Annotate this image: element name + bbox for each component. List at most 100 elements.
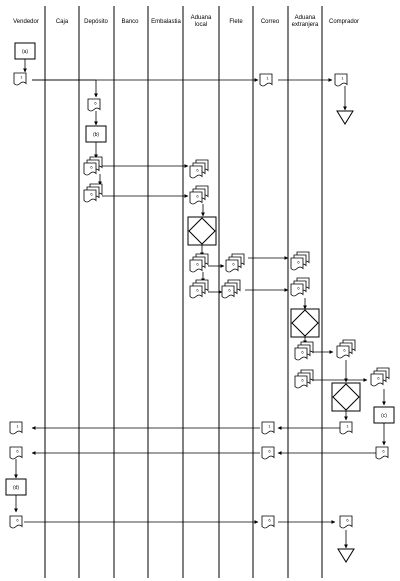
document-stack-icon: 666 xyxy=(189,253,209,273)
document-number: 6 xyxy=(301,350,304,355)
document-stack-icon: 666 xyxy=(221,279,241,299)
archive-triangle-file_top xyxy=(336,110,354,125)
document-shape xyxy=(9,515,23,529)
document-number: 6 xyxy=(196,262,199,267)
document-number: 6 xyxy=(343,348,346,353)
document-icon: 6 xyxy=(261,515,275,529)
lane-header-comprador: Comprador xyxy=(329,19,359,25)
document-number: 6 xyxy=(228,288,231,293)
document-shape xyxy=(189,259,203,273)
document-stack-icon: 666 xyxy=(189,185,209,205)
document-stack-icon: 666 xyxy=(290,277,310,297)
document-number: 6 xyxy=(196,288,199,293)
lane-header-flete: Flete xyxy=(229,19,243,25)
document-stack-icon: 666 xyxy=(83,156,103,176)
document-stack-icon: 666 xyxy=(294,341,314,361)
document-shape xyxy=(294,347,308,361)
decision-inspection_foreign_2 xyxy=(331,382,361,412)
process-label: (a) xyxy=(22,49,28,55)
document-icon: 1 xyxy=(261,421,275,435)
document-shape xyxy=(261,446,275,460)
document-shape xyxy=(370,373,384,387)
process-label: (b) xyxy=(93,132,99,138)
process-box-p_b: (b) xyxy=(85,125,107,143)
document-shape xyxy=(189,191,203,205)
decision-diamond-icon xyxy=(291,309,319,337)
document-shape xyxy=(13,72,27,86)
document-icon: 6 xyxy=(261,446,275,460)
document-icon: 1 xyxy=(259,73,273,87)
document-shape xyxy=(334,73,348,87)
decision-inspection_foreign_1 xyxy=(290,308,320,338)
document-number: 1 xyxy=(20,75,23,80)
document-number: 6 xyxy=(382,449,385,454)
document-number: 1 xyxy=(16,424,19,429)
document-number: 1 xyxy=(346,424,349,429)
document-number: 6 xyxy=(196,168,199,173)
document-number: 6 xyxy=(297,260,300,265)
document-icon: 6 xyxy=(339,515,353,529)
process-rectangle xyxy=(85,125,107,143)
document-stack-icon: 666 xyxy=(83,183,103,203)
document-shape xyxy=(259,73,273,87)
document-shape xyxy=(339,421,353,435)
process-rectangle xyxy=(5,478,27,496)
document-shape xyxy=(87,98,101,112)
document-icon: 1 xyxy=(334,73,348,87)
archive-triangle-file_bottom xyxy=(337,548,355,563)
process-label: (d) xyxy=(13,485,19,491)
document-number: 6 xyxy=(16,518,19,523)
document-number: 1 xyxy=(268,424,271,429)
document-number: 1 xyxy=(341,76,344,81)
document-shape xyxy=(221,285,235,299)
flow-arrow xyxy=(32,79,98,98)
document-shape xyxy=(9,446,23,460)
process-rectangle xyxy=(373,406,395,424)
document-icon: 1 xyxy=(339,421,353,435)
lane-header-caja: Caja xyxy=(56,19,69,25)
document-icon: 6 xyxy=(87,98,101,112)
document-stack-icon: 666 xyxy=(189,279,209,299)
process-box-p_c: (c) xyxy=(373,406,395,424)
lane-header-banco: Banco xyxy=(121,19,139,25)
document-shape xyxy=(9,421,23,435)
document-stack-icon: 666 xyxy=(225,253,245,273)
process-rectangle xyxy=(14,42,36,60)
document-shape xyxy=(290,283,304,297)
document-stack-icon: 666 xyxy=(336,339,356,359)
document-shape xyxy=(375,446,389,460)
document-stack-icon: 666 xyxy=(290,251,310,271)
document-number: 6 xyxy=(232,262,235,267)
process-box-p_a: (a) xyxy=(14,42,36,60)
decision-diamond-icon xyxy=(188,217,216,245)
document-number: 6 xyxy=(297,286,300,291)
document-number: 6 xyxy=(90,192,93,197)
document-number: 6 xyxy=(301,378,304,383)
document-number: 6 xyxy=(90,165,93,170)
document-shape xyxy=(83,189,97,203)
document-number: 6 xyxy=(268,449,271,454)
document-shape xyxy=(83,162,97,176)
document-shape xyxy=(225,259,239,273)
process-label: (c) xyxy=(381,413,387,419)
document-shape xyxy=(294,375,308,389)
lane-header-vendedor: Vendedor xyxy=(13,19,39,25)
document-number: 6 xyxy=(196,194,199,199)
document-shape xyxy=(261,421,275,435)
lane-header-correo: Correo xyxy=(261,19,280,25)
document-number: 1 xyxy=(266,76,269,81)
document-icon: 6 xyxy=(375,446,389,460)
document-shape xyxy=(189,285,203,299)
document-shape xyxy=(261,515,275,529)
document-shape xyxy=(189,165,203,179)
document-icon: 6 xyxy=(9,446,23,460)
document-number: 6 xyxy=(16,449,19,454)
decision-inspection_local xyxy=(187,216,217,246)
lane-header-deposito: Depósito xyxy=(84,19,108,25)
document-number: 6 xyxy=(94,101,97,106)
document-stack-icon: 666 xyxy=(294,369,314,389)
document-number: 6 xyxy=(346,518,349,523)
